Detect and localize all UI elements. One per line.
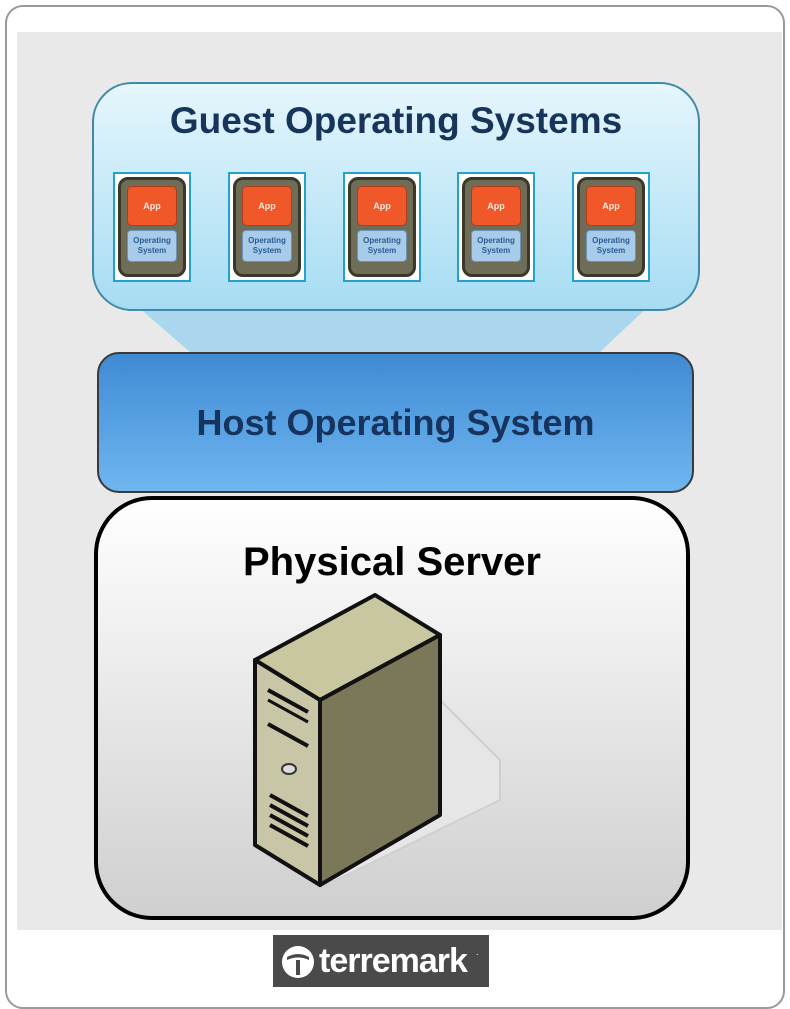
vm-2: App Operating System: [228, 172, 306, 282]
host-os-box: Host Operating System: [97, 352, 694, 493]
vm-os-label: Operating System: [471, 230, 521, 262]
vm-os-label: Operating System: [127, 230, 177, 262]
vm-app-label: App: [242, 186, 292, 226]
vm-app-label: App: [471, 186, 521, 226]
vm-app-label: App: [357, 186, 407, 226]
physical-server-title: Physical Server: [243, 540, 541, 584]
vm-os-label: Operating System: [586, 230, 636, 262]
vm-3: App Operating System: [343, 172, 421, 282]
logo-mark: .: [476, 947, 479, 957]
terremark-logo: terremark .: [273, 935, 489, 987]
logo-text: terremark: [319, 942, 468, 980]
vm-4: App Operating System: [457, 172, 535, 282]
vm-os-label: Operating System: [357, 230, 407, 262]
host-os-title: Host Operating System: [196, 402, 595, 443]
vm-app-label: App: [127, 186, 177, 226]
vm-os-label: Operating System: [242, 230, 292, 262]
vm-app-label: App: [586, 186, 636, 226]
vm-1: App Operating System: [113, 172, 191, 282]
vm-5: App Operating System: [572, 172, 650, 282]
terremark-mark-icon: [282, 946, 314, 978]
guest-os-title: Guest Operating Systems: [169, 100, 623, 141]
